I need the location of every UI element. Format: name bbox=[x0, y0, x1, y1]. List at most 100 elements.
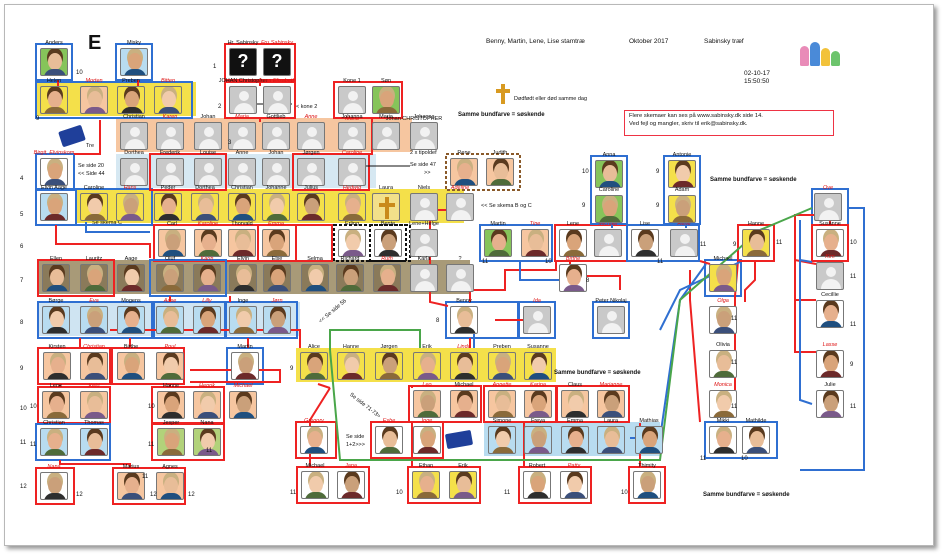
person-name: Rene bbox=[457, 150, 471, 156]
family-frame bbox=[115, 43, 153, 81]
portrait bbox=[670, 229, 698, 257]
person-name: Hr. Sabinsky bbox=[227, 40, 259, 46]
portrait bbox=[262, 122, 290, 150]
portrait bbox=[300, 426, 328, 454]
family-frame bbox=[479, 224, 553, 262]
generation-marker: 11 bbox=[30, 442, 37, 448]
person-name: Caroline bbox=[598, 187, 620, 193]
family-frame bbox=[226, 347, 264, 385]
relation-line bbox=[744, 261, 756, 302]
person-name: Thimity bbox=[638, 463, 656, 469]
relation-line bbox=[699, 260, 711, 265]
portrait bbox=[374, 229, 402, 257]
portrait bbox=[120, 48, 148, 76]
portrait bbox=[336, 264, 364, 292]
family-frame bbox=[408, 385, 482, 423]
schema-letter: E bbox=[88, 32, 102, 54]
portrait bbox=[193, 306, 221, 334]
generation-marker: 11 bbox=[700, 456, 707, 462]
person-name: René bbox=[677, 221, 691, 227]
legend-siblings-1: Samme bundfarve = søskende bbox=[458, 112, 545, 118]
note-se-side-1-2: Se side bbox=[346, 434, 365, 440]
portrait bbox=[709, 350, 737, 378]
person-name: Hanne bbox=[162, 383, 180, 389]
person-name: Lise bbox=[639, 221, 651, 227]
portrait bbox=[413, 352, 441, 380]
family-frame bbox=[111, 347, 185, 385]
generation-number: 2 bbox=[218, 104, 222, 110]
portrait bbox=[157, 391, 185, 419]
relation-line bbox=[85, 222, 150, 233]
generation-number: 3 bbox=[228, 140, 232, 146]
family-frame bbox=[37, 301, 155, 339]
person-name: Johan bbox=[200, 114, 216, 120]
portrait bbox=[40, 428, 68, 456]
portrait bbox=[338, 193, 366, 221]
person-name: Erling bbox=[344, 221, 360, 227]
portrait bbox=[157, 428, 185, 456]
person-name: Judith bbox=[492, 150, 508, 156]
generation-number: 8 bbox=[20, 320, 24, 326]
generation-marker: 9 bbox=[656, 169, 660, 175]
person-name: Carl bbox=[166, 221, 178, 227]
person-name: Laura bbox=[603, 418, 619, 424]
generation-marker: 12 bbox=[76, 492, 83, 498]
person-name: Marianne bbox=[599, 382, 623, 388]
portrait bbox=[231, 352, 259, 380]
portrait bbox=[40, 193, 68, 221]
generation-marker: 10 bbox=[741, 456, 748, 462]
portrait bbox=[117, 86, 145, 114]
generation-marker: 10 bbox=[30, 404, 37, 410]
person-name: Hedwig bbox=[342, 185, 362, 191]
person-name: Karoline bbox=[197, 221, 219, 227]
person-name: Linda bbox=[457, 344, 471, 350]
relation-line bbox=[59, 460, 131, 468]
generation-marker: 11 bbox=[850, 322, 857, 328]
legend-dead-same-day: Dødfødt eller død samme dag bbox=[514, 96, 588, 102]
generation-marker: 8 bbox=[586, 278, 590, 284]
portrait bbox=[80, 391, 108, 419]
note-se-side-44: << Side 44 bbox=[78, 171, 105, 177]
person-name: Maria bbox=[379, 114, 393, 120]
portrait bbox=[488, 352, 516, 380]
generation-marker: 12 bbox=[150, 492, 157, 498]
person-name: Karina bbox=[530, 382, 546, 388]
portrait bbox=[524, 426, 552, 454]
person-name: Kim bbox=[825, 254, 835, 260]
family-frame bbox=[224, 301, 298, 339]
portrait bbox=[80, 306, 108, 334]
portrait bbox=[595, 160, 623, 188]
portrait bbox=[816, 300, 844, 328]
person-name: Karin bbox=[200, 256, 214, 262]
person-name: Caroline bbox=[341, 150, 363, 156]
generation-marker: 11 bbox=[700, 242, 707, 248]
portrait bbox=[521, 229, 549, 257]
generation-marker: 10 bbox=[76, 70, 83, 76]
person-name: Olga bbox=[717, 298, 729, 304]
person-name: Anna Elisabeth bbox=[258, 78, 296, 84]
portrait bbox=[410, 193, 438, 221]
portrait bbox=[597, 426, 625, 454]
portrait bbox=[668, 195, 696, 223]
note-se-skema-c: Se skema C bbox=[92, 220, 122, 226]
person-name: Lene bbox=[566, 221, 580, 227]
portrait bbox=[446, 193, 474, 221]
person-name: Jesper bbox=[162, 420, 180, 426]
portrait bbox=[228, 229, 256, 257]
generation-number: 1 bbox=[213, 64, 217, 70]
person-name: Lene bbox=[49, 383, 63, 389]
portrait bbox=[193, 428, 221, 456]
person-name: Ruth bbox=[381, 256, 393, 262]
generation-marker: 11 bbox=[850, 404, 857, 410]
person-name: Susanne bbox=[819, 221, 841, 227]
person-name: Olivia bbox=[716, 342, 730, 348]
family-frame bbox=[590, 155, 628, 225]
portrait bbox=[488, 426, 516, 454]
portrait bbox=[816, 229, 844, 257]
portrait bbox=[262, 193, 290, 221]
family-frame bbox=[37, 259, 115, 297]
generation-number: 4 bbox=[20, 176, 24, 182]
person-name: Mogens bbox=[121, 298, 141, 304]
person-name: Marius bbox=[122, 464, 140, 470]
person-name: Agnes bbox=[162, 464, 178, 470]
